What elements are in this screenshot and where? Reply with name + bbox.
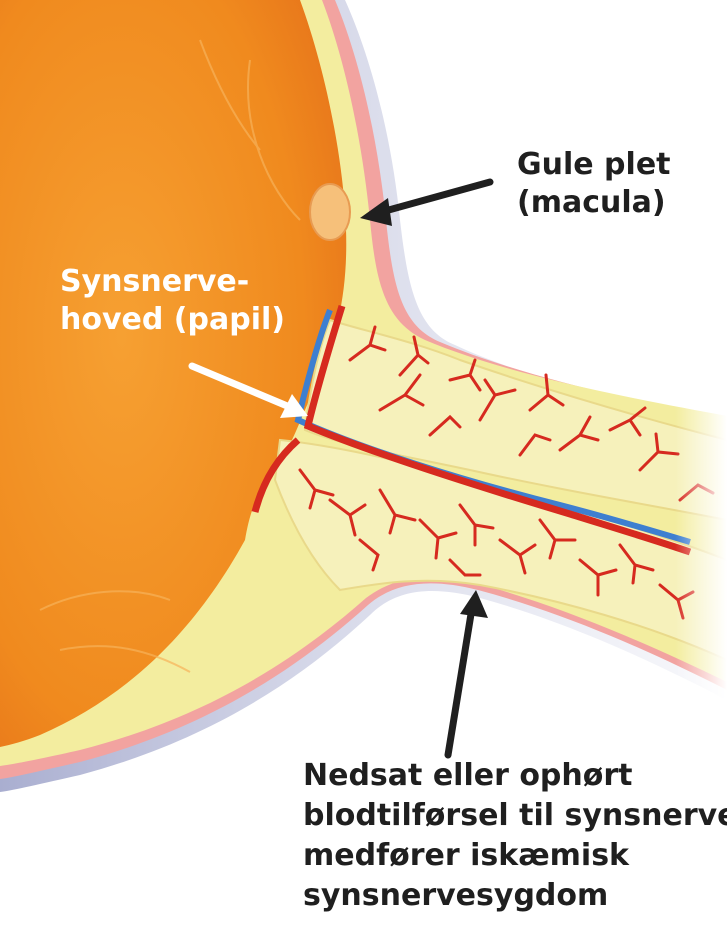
ischemia-label: Nedsat eller ophørt blodtilførsel til sy… [303, 756, 727, 916]
ischemia-label-line3: medfører iskæmisk [303, 836, 727, 876]
ischemia-label-line4: synsnervesygdom [303, 876, 727, 916]
macula-label-line2: (macula) [517, 184, 671, 222]
optic-disc-label: Synsnerve- hoved (papil) [60, 263, 285, 339]
optic-disc-label-line2: hoved (papil) [60, 301, 285, 339]
macula-label: Gule plet (macula) [517, 146, 671, 222]
ischemia-arrow [448, 590, 488, 755]
optic-disc-label-line1: Synsnerve- [60, 263, 285, 301]
macula-label-line1: Gule plet [517, 146, 671, 184]
right-fade [520, 330, 727, 730]
ischemia-label-line1: Nedsat eller ophørt [303, 756, 727, 796]
ischemia-label-line2: blodtilførsel til synsnerven [303, 796, 727, 836]
macula-spot [310, 184, 350, 240]
